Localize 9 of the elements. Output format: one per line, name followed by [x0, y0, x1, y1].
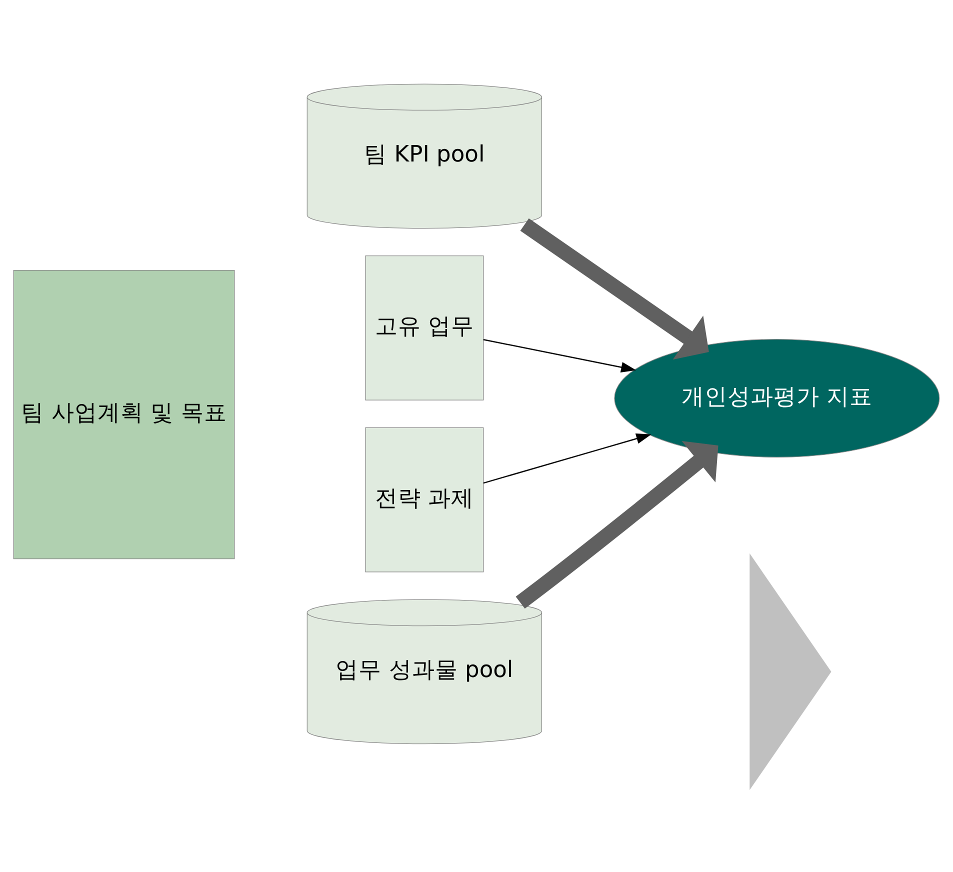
node-box: 전략 과제	[365, 426, 484, 572]
node-ellipse: 개인성과평가 지표	[614, 338, 940, 457]
arrow	[516, 440, 718, 608]
node-triangle	[750, 552, 832, 790]
arrow	[483, 432, 652, 484]
arrow	[520, 218, 709, 360]
node-box: 팀 사업계획 및 목표	[13, 269, 235, 559]
node-box: 고유 업무	[365, 255, 484, 400]
arrow	[483, 338, 636, 372]
